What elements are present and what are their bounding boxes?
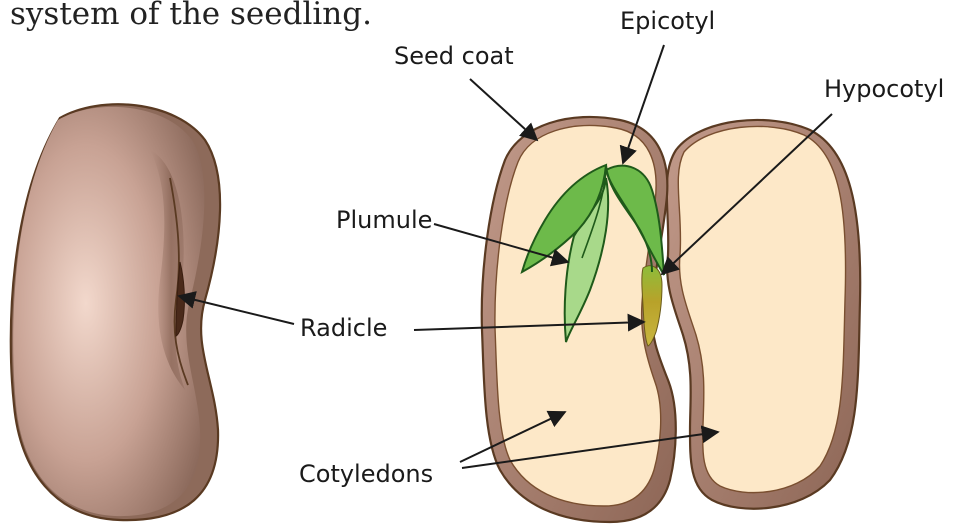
label-cotyledons: Cotyledons xyxy=(299,460,433,488)
hypocotyl xyxy=(642,266,662,346)
arrow-seed-coat xyxy=(470,79,537,140)
label-plumule: Plumule xyxy=(336,206,432,234)
split-seed xyxy=(482,117,860,522)
label-hypocotyl: Hypocotyl xyxy=(824,75,944,103)
label-radicle: Radicle xyxy=(300,314,387,342)
label-epicotyl: Epicotyl xyxy=(620,7,715,35)
label-seed-coat: Seed coat xyxy=(394,42,514,70)
intro-text: system of the seedling. xyxy=(10,0,372,32)
whole-bean xyxy=(11,104,220,520)
